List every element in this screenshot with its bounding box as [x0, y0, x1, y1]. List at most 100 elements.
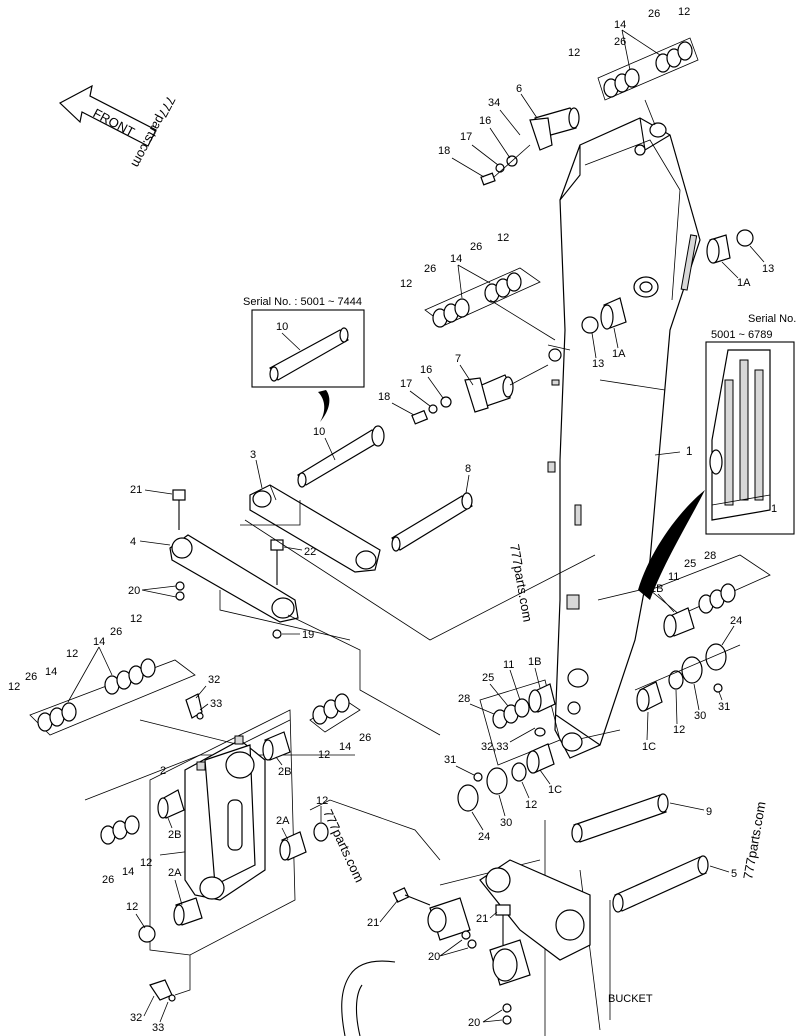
- callout-1c-left: 1C: [548, 784, 562, 796]
- callout-2a-left: 2A: [168, 867, 182, 879]
- bushing-1c-right: [634, 643, 741, 712]
- shim-stack-top: [597, 37, 699, 126]
- pin-10: [297, 425, 385, 488]
- callout-31-left: 31: [444, 754, 456, 766]
- callout-16-top: 16: [479, 115, 491, 127]
- callout-26-top-a: 26: [648, 8, 660, 20]
- callout-3233: 32,33: [481, 741, 509, 753]
- bucket-assembly: [341, 820, 611, 1036]
- callout-21-bucket-right: 21: [476, 913, 488, 925]
- link-2-assembly: [138, 709, 307, 956]
- callout-32-upper: 32: [208, 674, 220, 686]
- pin-6-assembly: [480, 107, 580, 186]
- callout-1b-right: 1B: [650, 583, 663, 595]
- serial-box-1: Serial No. : 5001 ~ 7444 10: [243, 296, 365, 422]
- callout-16-mid: 16: [420, 364, 432, 376]
- callout-12-mid-b: 12: [400, 278, 412, 290]
- link-4: [169, 534, 299, 623]
- callout-11-right: 11: [668, 571, 679, 583]
- shim-stack-link2-right: [309, 693, 361, 733]
- callout-17-mid: 17: [400, 378, 412, 390]
- callout-1b-left: 1B: [528, 656, 541, 668]
- callout-14-left-b: 14: [93, 636, 105, 648]
- callout-12-right: 12: [673, 724, 685, 736]
- callout-2a-right: 2A: [276, 815, 290, 827]
- callout-28-right: 28: [704, 550, 716, 562]
- watermark-right: 777parts.com: [740, 800, 768, 880]
- callout-26-mid-a: 26: [470, 241, 482, 253]
- bushing-1b-right: [649, 554, 771, 638]
- shim-stack-left: [29, 658, 196, 736]
- callout-25-right: 25: [684, 558, 696, 570]
- callout-12-lower-right: 12: [525, 799, 537, 811]
- boom-body: [534, 117, 705, 759]
- callout-4: 4: [130, 536, 136, 548]
- callout-22: 22: [304, 546, 316, 558]
- callout-14-top: 14: [614, 19, 626, 31]
- fitting-32-33-upper: [185, 693, 204, 720]
- callout-24-left: 24: [478, 831, 490, 843]
- watermark-boom: 777parts.com: [507, 543, 535, 623]
- callout-13-right: 13: [762, 263, 774, 275]
- callout-20-bucket-upper: 20: [428, 951, 440, 963]
- callout-26-mid-b: 26: [424, 263, 436, 275]
- pin-5: [612, 855, 709, 913]
- callout-33-upper: 33: [210, 698, 222, 710]
- callout-12-lower: 12: [140, 857, 152, 869]
- callout-26-link2: 26: [359, 732, 371, 744]
- shim-stack-link2-left: [100, 815, 140, 845]
- callout-12-link2: 12: [318, 749, 330, 761]
- callout-21-bucket-left: 21: [367, 917, 379, 929]
- callout-1c-right: 1C: [642, 741, 656, 753]
- watermark-center: 777parts.com: [320, 807, 367, 885]
- serial-box-2-part: 1: [771, 503, 777, 515]
- callout-19: 19: [302, 629, 314, 641]
- callout-25-left: 25: [482, 672, 494, 684]
- callout-17-top: 17: [460, 131, 472, 143]
- callout-2b-right: 2B: [278, 766, 291, 778]
- callout-2: 2: [160, 765, 166, 777]
- callout-20-left: 20: [128, 585, 140, 597]
- shim-stack-middle: [424, 267, 556, 341]
- bushing-1b-1c-left: [457, 679, 561, 812]
- callout-11-left: 11: [503, 659, 514, 671]
- callout-12-left-a: 12: [8, 681, 20, 693]
- callout-1: 1: [686, 446, 692, 458]
- washer-12-center: [313, 822, 329, 842]
- bolt-21-nuts-20: [172, 489, 186, 601]
- callout-10: 10: [313, 426, 325, 438]
- callout-1a-left: 1A: [612, 348, 626, 360]
- callout-18-mid: 18: [378, 391, 390, 403]
- callout-26-left-a: 26: [25, 671, 37, 683]
- serial-box-2-title-2: 5001 ~ 6789: [711, 329, 772, 341]
- callout-6: 6: [516, 83, 522, 95]
- serial-box-2-title-1: Serial No.: [748, 313, 796, 325]
- callout-24-right: 24: [730, 615, 742, 627]
- callout-26-lower: 26: [102, 874, 114, 886]
- bucket-label: BUCKET: [608, 993, 653, 1005]
- callout-21-left: 21: [130, 484, 142, 496]
- callout-2b-left: 2B: [168, 829, 181, 841]
- callout-12-top-b: 12: [568, 47, 580, 59]
- link-3: [249, 484, 381, 573]
- callout-34: 34: [488, 97, 500, 109]
- serial-box-1-title: Serial No. : 5001 ~ 7444: [243, 296, 362, 308]
- callout-12-mid-a: 12: [497, 232, 509, 244]
- callout-14-left-a: 14: [45, 666, 57, 678]
- callout-7: 7: [455, 353, 461, 365]
- callout-12-left-d: 12: [126, 901, 138, 913]
- callout-26-left-b: 26: [110, 626, 122, 638]
- callout-32-lower: 32: [130, 1012, 142, 1024]
- pin-8: [391, 492, 473, 552]
- callout-12-center: 12: [316, 795, 328, 807]
- callout-20-bucket-lower: 20: [468, 1017, 480, 1029]
- callout-9: 9: [706, 806, 712, 818]
- callout-12-top-a: 12: [678, 6, 690, 18]
- callout-1a-right: 1A: [737, 277, 751, 289]
- serial-box-2: Serial No. 5001 ~ 6789 1: [705, 313, 796, 535]
- callout-12-left-c: 12: [130, 613, 142, 625]
- callout-14-lower: 14: [122, 866, 134, 878]
- callout-31-right: 31: [718, 701, 730, 713]
